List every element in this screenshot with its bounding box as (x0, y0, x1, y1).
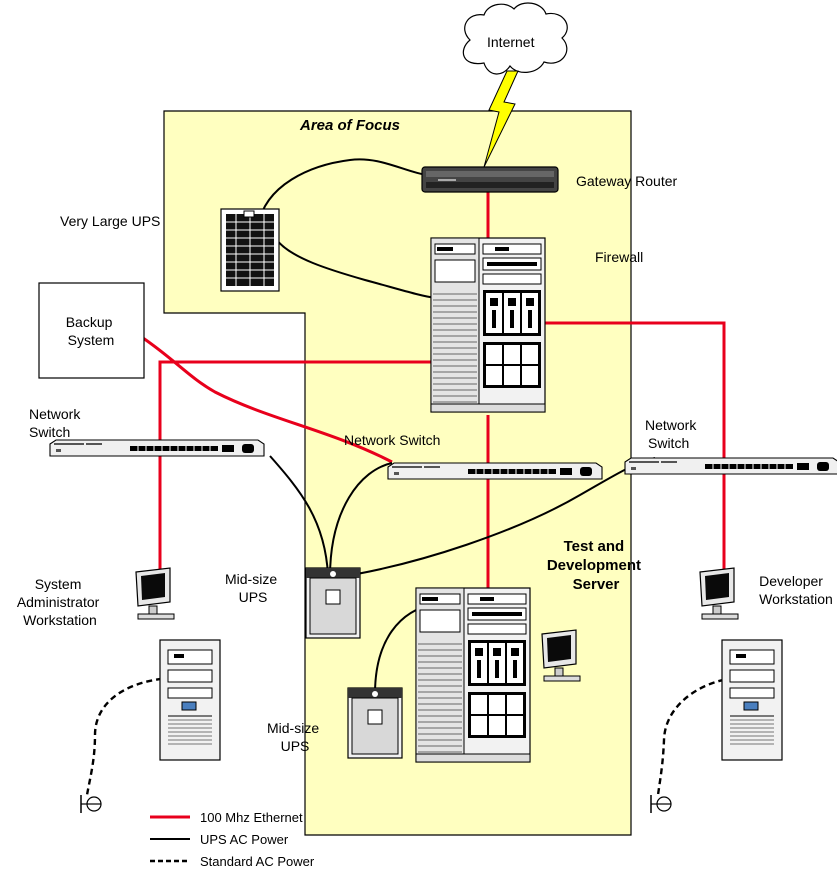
internet-label: Internet (487, 34, 535, 50)
developer-line-2: Workstation (759, 591, 833, 607)
firewall-label: Firewall (595, 249, 643, 265)
sysadmin-line-1: System (35, 576, 82, 592)
midsize-ups-upper (306, 568, 360, 638)
network-switch-right-label: Network Switch (645, 417, 700, 451)
area-of-focus-title: Area of Focus (299, 117, 400, 134)
midsize-ups-lower (348, 688, 402, 758)
gateway-router (422, 167, 558, 192)
sysadmin-line-3: Workstation (23, 612, 97, 628)
wall-plug-right (651, 795, 671, 813)
very-large-ups (221, 209, 279, 291)
sysadmin-tower (160, 640, 220, 760)
test-dev-server-line-1: Test and (564, 538, 625, 555)
developer-line-1: Developer (759, 573, 823, 589)
test-dev-server (416, 588, 530, 762)
firewall-server (431, 238, 545, 412)
very-large-ups-label: Very Large UPS (60, 213, 160, 229)
network-switch-left-label: Network Switch (29, 406, 84, 440)
network-switch-right-line-1: Network (645, 417, 697, 433)
backup-system-line-2: System (68, 332, 115, 348)
network-switch-left-line-1: Network (29, 406, 81, 422)
test-dev-server-line-3: Server (573, 576, 620, 593)
midsize-ups-lower-line-2: UPS (281, 738, 310, 754)
backup-system-box (39, 283, 144, 378)
network-switch-center (388, 463, 602, 479)
test-dev-server-line-2: Development (547, 557, 641, 574)
network-switch-left-line-2: Switch (29, 424, 70, 440)
sysadmin-workstation-label: System Administrator Workstation (17, 576, 103, 628)
network-switch-right-line-2: Switch (648, 435, 689, 451)
legend-ups-power-label: UPS AC Power (200, 832, 289, 847)
legend: 100 Mhz Ethernet UPS AC Power Standard A… (150, 810, 315, 869)
midsize-ups-upper-line-1: Mid-size (225, 571, 277, 587)
network-switch-center-label: Network Switch (344, 432, 440, 448)
midsize-ups-upper-label: Mid-size UPS (225, 571, 281, 605)
wall-plug-left (81, 795, 101, 813)
developer-monitor (700, 568, 738, 619)
midsize-ups-lower-line-1: Mid-size (267, 720, 319, 736)
legend-ethernet-label: 100 Mhz Ethernet (200, 810, 303, 825)
network-switch-right (625, 458, 837, 474)
sysadmin-monitor (136, 568, 174, 619)
developer-tower (722, 640, 782, 760)
backup-system-line-1: Backup (66, 314, 113, 330)
gateway-router-label: Gateway Router (576, 173, 677, 189)
midsize-ups-upper-line-2: UPS (239, 589, 268, 605)
sysadmin-line-2: Administrator (17, 594, 100, 610)
network-switch-left (50, 440, 264, 456)
developer-workstation-label: Developer Workstation (759, 573, 833, 607)
legend-standard-power-label: Standard AC Power (200, 854, 315, 869)
